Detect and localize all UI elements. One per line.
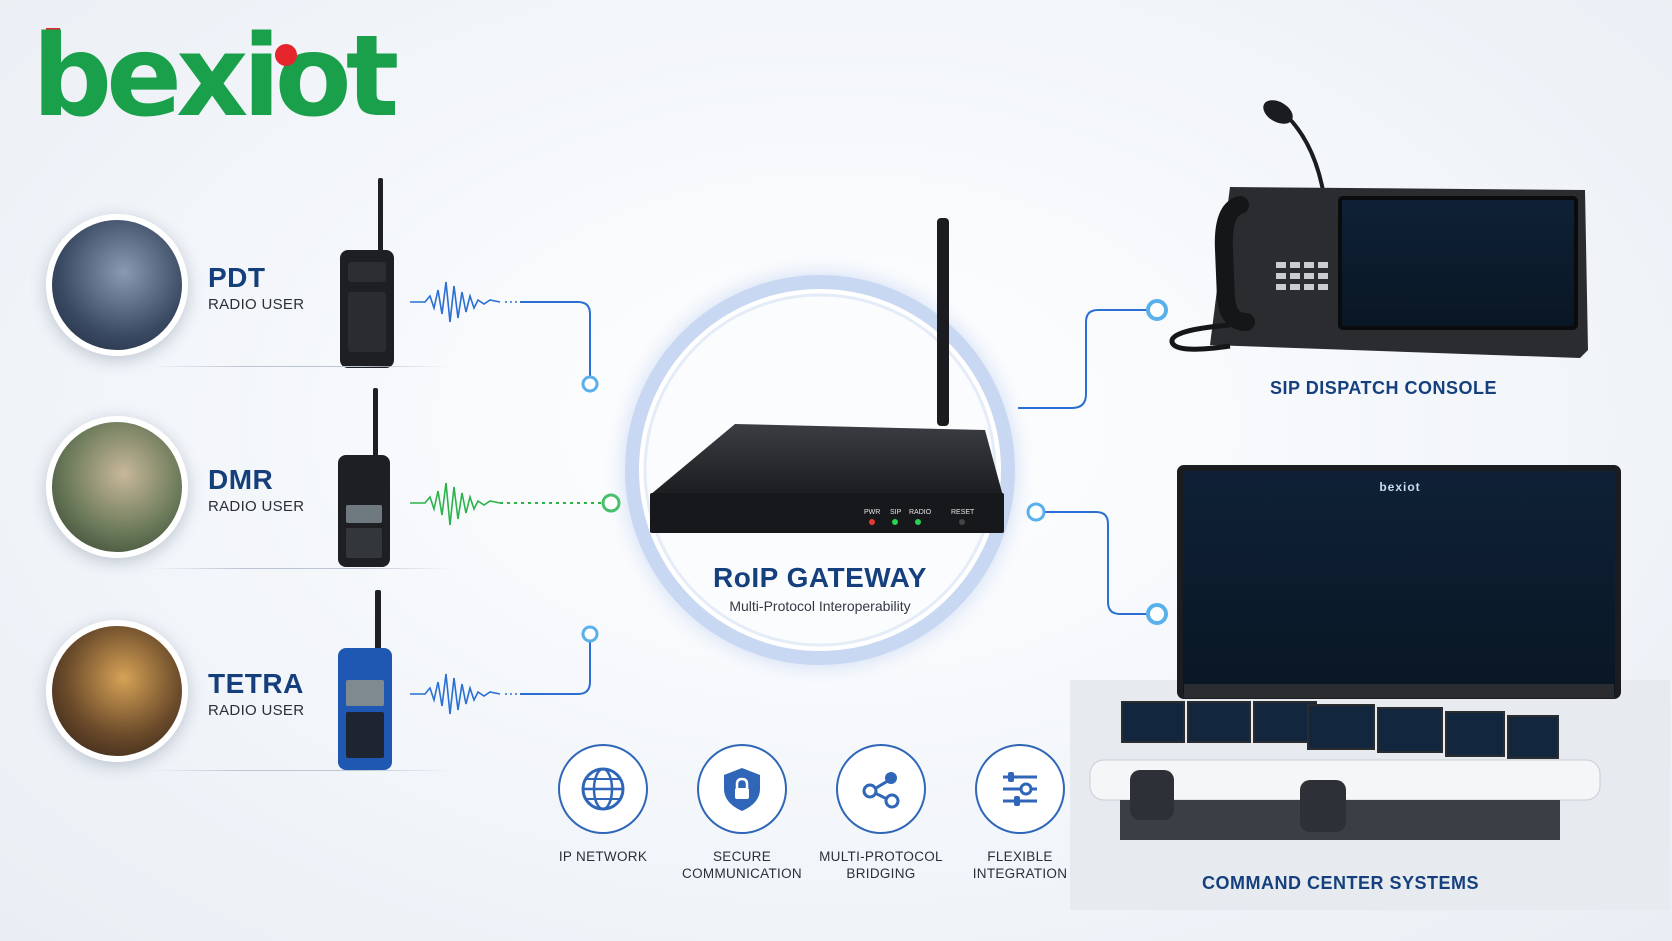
share-icon — [862, 772, 900, 809]
feature-multi-protocol-label: MULTI-PROTOCOL BRIDGING — [816, 848, 946, 882]
brand-logo: bexiot — [32, 21, 399, 133]
command-center-label: COMMAND CENTER SYSTEMS — [1202, 873, 1480, 893]
tetra-radio — [338, 590, 392, 770]
tetra-connector — [520, 634, 591, 695]
logo-dot — [275, 44, 297, 66]
gateway-top — [650, 424, 1003, 496]
globe-icon — [581, 767, 625, 811]
feature-multi-protocol: MULTI-PROTOCOL BRIDGING — [816, 744, 946, 882]
console-handset — [1214, 196, 1255, 331]
right-connectors — [1018, 299, 1168, 625]
tetra-waveform — [410, 673, 520, 715]
feature-flexible-line2: INTEGRATION — [972, 866, 1068, 881]
dmr-radio — [338, 388, 390, 567]
feature-flexible-label: FLEXIBLE INTEGRATION — [955, 848, 1085, 882]
feature-secure-communication: SECURE COMMUNICATION — [677, 744, 807, 882]
tetra-user-protocol: TETRA — [208, 668, 304, 699]
panel-label-sip: SIP — [890, 509, 902, 516]
dmr-node — [601, 493, 621, 513]
console-mic — [1263, 100, 1293, 124]
feature-multi-protocol-circle — [836, 744, 926, 834]
feature-secure-line1: SECURE — [712, 849, 772, 864]
pdt-node — [581, 375, 599, 393]
roip-gateway-device — [650, 218, 1004, 533]
pdt-row-divider — [150, 366, 450, 367]
feature-ip-network-circle — [558, 744, 648, 834]
panel-label-radio: RADIO — [909, 509, 932, 516]
panel-label-reset: RESET — [951, 509, 975, 516]
shield-lock-icon — [724, 768, 760, 811]
pdt-user-label: PDT RADIO USER — [208, 262, 304, 313]
gateway-panel-labels: PWR SIP RADIO RESET — [864, 509, 975, 516]
command-gw-node — [1026, 502, 1046, 522]
pdt-waveform — [410, 281, 520, 323]
gateway-subtitle: Multi-Protocol Interoperability — [729, 598, 911, 614]
pdt-radio — [340, 178, 394, 368]
pdt-user-protocol: PDT — [208, 262, 266, 293]
tetra-user-avatar — [46, 620, 188, 762]
dmr-user-role: RADIO USER — [208, 498, 305, 515]
dmr-user-label: DMR RADIO USER — [208, 464, 304, 515]
feature-secure-circle — [697, 744, 787, 834]
feature-flexible-circle — [975, 744, 1065, 834]
logo-flag-mark — [46, 28, 60, 66]
feature-ip-network-line1: IP NETWORK — [558, 849, 648, 864]
feature-multi-protocol-line1: MULTI-PROTOCOL — [819, 849, 943, 864]
feature-multi-protocol-line2: BRIDGING — [846, 866, 916, 881]
console-screen — [1338, 196, 1578, 330]
feature-ip-network-label: IP NETWORK — [538, 848, 668, 865]
dmr-user-avatar — [46, 416, 188, 558]
tetra-user-label: TETRA RADIO USER — [208, 668, 304, 719]
feature-secure-label: SECURE COMMUNICATION — [677, 848, 807, 882]
command-screen-brand: bexiot — [1379, 480, 1421, 494]
sip-console-label: SIP DISPATCH CONSOLE — [1270, 378, 1498, 398]
feature-flexible-integration: FLEXIBLE INTEGRATION — [955, 744, 1085, 882]
feature-secure-line2: COMMUNICATION — [682, 866, 802, 881]
command-node — [1146, 603, 1168, 625]
command-connector — [1036, 511, 1150, 615]
panel-label-pwr: PWR — [864, 509, 880, 516]
tetra-node — [581, 625, 599, 643]
command-wall-screen — [1177, 465, 1621, 699]
command-center — [1070, 465, 1670, 910]
console-node — [1146, 299, 1168, 321]
dmr-row-divider — [150, 568, 450, 569]
gateway-title: RoIP GATEWAY — [713, 562, 927, 593]
console-keypad — [1276, 262, 1328, 290]
console-connector — [1018, 309, 1150, 409]
sliders-icon — [1003, 772, 1037, 806]
pdt-connector — [520, 301, 591, 384]
dmr-waveform — [410, 482, 501, 526]
command-monitors — [1121, 701, 1559, 759]
command-chairs — [1130, 770, 1346, 832]
pdt-user-avatar — [46, 214, 188, 356]
pdt-user-role: RADIO USER — [208, 296, 305, 313]
sip-dispatch-console — [1169, 100, 1588, 358]
dmr-user-protocol: DMR — [208, 464, 274, 495]
feature-ip-network: IP NETWORK — [538, 744, 668, 865]
left-connectors — [500, 301, 621, 695]
tetra-row-divider — [150, 770, 450, 771]
feature-flexible-line1: FLEXIBLE — [987, 849, 1053, 864]
logo-text: bexiot — [32, 12, 399, 142]
command-wall-bezel — [1184, 684, 1614, 698]
gateway-antenna — [937, 218, 949, 426]
tetra-user-role: RADIO USER — [208, 702, 305, 719]
console-cord — [1169, 322, 1231, 352]
